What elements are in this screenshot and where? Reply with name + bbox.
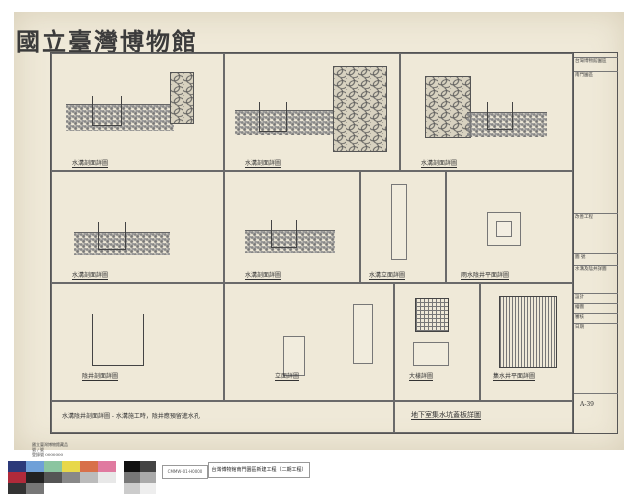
detail-cell-r2c1: 水溝剖面詳圖 [51,171,224,283]
gray-swatch [140,483,156,494]
trench-section [98,222,126,250]
collector-grate-plan [499,296,557,368]
catch-basin-inner [496,221,512,237]
color-swatch [26,472,44,483]
tb-row: 台灣博物館園區 [574,57,618,71]
catch-basin-plan [487,212,521,246]
color-swatch [44,472,62,483]
drawing-sheet: 國立臺灣博物館 水溝剖面詳圖 水溝剖面詳圖 水溝剖面詳圖 水溝剖面詳圖 [14,12,624,457]
gravel-layer [467,112,547,137]
elevation-strip [391,184,407,260]
detail-cell-r3c2: 立面詳圖 [224,283,394,401]
caption: 水溝立面詳圖 [369,272,406,280]
color-swatch [80,461,98,472]
detail-cell-r2c4: 雨水陰井平面詳圖 [446,171,573,283]
tb-row: 設計 [574,293,618,303]
caption: 陰井剖面詳圖 [82,373,119,381]
color-swatch [80,472,98,483]
tb-row: 改善工程 [574,213,618,229]
collection-stamp: 國立臺灣博物館藏品 號 / 號 登錄號 0000000 [32,442,68,457]
caption: 雨水陰井平面詳圖 [461,272,510,280]
gray-swatch [140,461,156,472]
basin-section [92,314,144,366]
caption: 水溝剖面詳圖 [245,160,282,168]
sheet-number: A-39 [580,401,594,408]
color-swatch [26,483,44,494]
caption: 水溝剖面詳圖 [421,160,458,168]
bottom-note-cell: 水溝陰井剖面詳圖 - 水溝施工時，陰井應預留進水孔 [51,401,394,433]
bottom-title-cell: 地下室集水坑蓋板詳圖 [394,401,573,433]
caption: 水溝剖面詳圖 [72,272,109,280]
title-block: 台灣博物館園區 南門園區 改善工程 圖 號 水溝及陰井詳圖 設計 繪圖 審核 日… [573,53,618,433]
gravel-layer [66,104,174,131]
caption: 集水井平面詳圖 [493,373,536,381]
detail-cell-r3c3: 大樣詳圖 [394,283,480,401]
grate-section [413,342,449,366]
tb-row: 審核 [574,313,618,323]
museum-watermark: 國立臺灣博物館 [16,27,198,56]
color-swatch [62,472,80,483]
grate-plan [415,298,449,332]
color-swatch [98,461,116,472]
color-swatch [26,461,44,472]
grayscale-calibration-strip [124,461,156,494]
color-calibration-strip [8,461,118,494]
tb-row: 水溝及陰井詳圖 [574,265,618,281]
caption: 立面詳圖 [275,373,300,381]
stone-wall [333,66,387,152]
trench-section [487,102,513,130]
catalog-code: CMMW-01-H0000 [162,465,208,479]
stamp-line: 登錄號 0000000 [32,452,64,457]
trench-section [92,96,122,126]
stamp-line: 國立臺灣博物館藏品 [32,442,68,447]
stone-wall [170,72,194,124]
color-swatch [98,472,116,483]
gray-swatch [140,472,156,483]
tb-row: 日期 [574,323,618,333]
detail-cell-r1c1: 水溝剖面詳圖 [51,53,224,171]
detail-cell-r3c4: 集水井平面詳圖 [480,283,573,401]
tb-row: 南門園區 [574,71,618,85]
caption: 水溝剖面詳圖 [245,272,282,280]
color-swatch [44,461,62,472]
caption: 大樣詳圖 [409,373,434,381]
tb-row: 圖 號 [574,253,618,265]
detail-cell-r1c3: 水溝剖面詳圖 [400,53,573,171]
trench-section [259,102,287,132]
gray-swatch [124,472,140,483]
gray-swatch [124,483,140,494]
color-swatch [8,483,26,494]
bottom-note: 水溝陰井剖面詳圖 - 水溝施工時，陰井應預留進水孔 [62,413,200,420]
tb-row: 繪圖 [574,303,618,313]
caption: 水溝剖面詳圖 [72,160,109,168]
drawing-frame: 水溝剖面詳圖 水溝剖面詳圖 水溝剖面詳圖 水溝剖面詳圖 水溝剖面詳圖 水溝 [50,52,618,434]
stone-wall [425,76,471,138]
detail-cell-r1c2: 水溝剖面詳圖 [224,53,400,171]
project-label: 台灣博物館南門園區新建工程（二期工程） [208,462,310,478]
elevation-detail [283,336,305,376]
gravel-layer [245,230,335,253]
detail-cell-r2c2: 水溝剖面詳圖 [224,171,360,283]
gray-swatch [124,461,140,472]
section-detail [353,304,373,364]
color-swatch [8,461,26,472]
detail-cell-r2c3: 水溝立面詳圖 [360,171,446,283]
color-swatch [62,461,80,472]
stamp-line: 號 / 號 [32,447,44,452]
detail-cell-r3c1: 陰井剖面詳圖 [51,283,224,401]
bottom-title: 地下室集水坑蓋板詳圖 [411,411,481,420]
color-swatch [8,472,26,483]
trench-section [271,220,297,248]
